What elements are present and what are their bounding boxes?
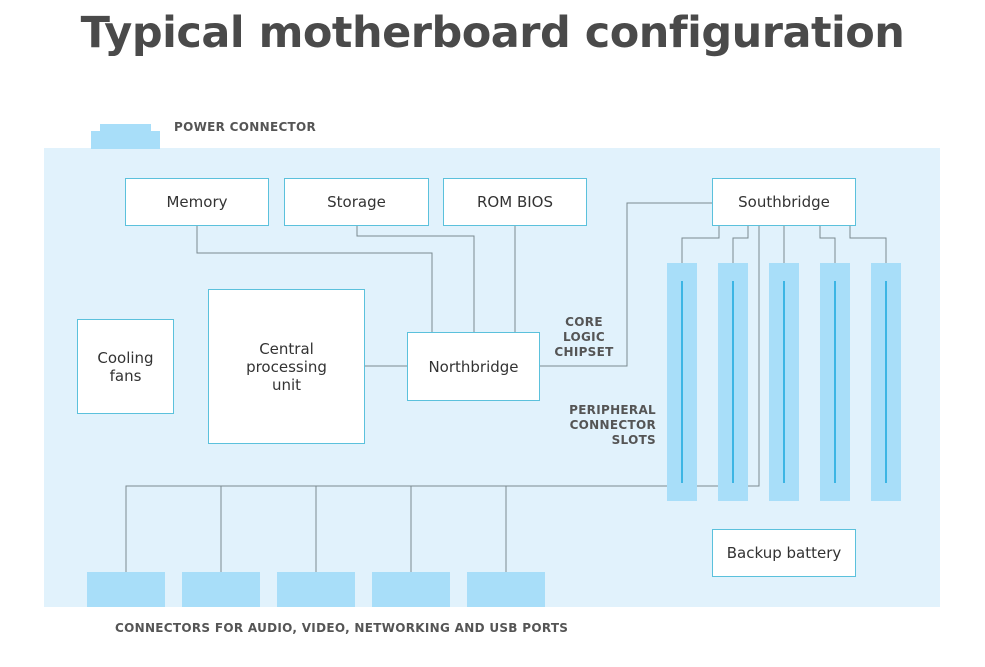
rom-bios-box: ROM BIOS	[443, 178, 587, 226]
peripheral-slot	[769, 263, 799, 501]
peripheral-slot	[667, 263, 697, 501]
core-logic-chipset-label: CORE LOGIC CHIPSET	[554, 315, 614, 359]
memory-box: Memory	[125, 178, 269, 226]
peripheral-slot	[871, 263, 901, 501]
port-connector	[87, 572, 165, 607]
storage-box: Storage	[284, 178, 429, 226]
peripheral-slot	[820, 263, 850, 501]
port-connector	[182, 572, 260, 607]
diagram-title: Typical motherboard configuration	[80, 8, 905, 58]
port-connector	[372, 572, 450, 607]
port-connector	[277, 572, 355, 607]
power-connector	[91, 124, 160, 149]
cooling-fans-box: Cooling fans	[77, 319, 174, 414]
cpu-box: Central processing unit	[208, 289, 365, 444]
peripheral-slots-label: PERIPHERAL CONNECTOR SLOTS	[569, 403, 656, 447]
power-connector-label: POWER CONNECTOR	[174, 120, 317, 134]
peripheral-slot	[718, 263, 748, 501]
connectors-ports-label: CONNECTORS FOR AUDIO, VIDEO, NETWORKING …	[115, 621, 569, 635]
backup-battery-box: Backup battery	[712, 529, 856, 577]
port-connector	[467, 572, 545, 607]
southbridge-box: Southbridge	[712, 178, 856, 226]
northbridge-box: Northbridge	[407, 332, 540, 401]
